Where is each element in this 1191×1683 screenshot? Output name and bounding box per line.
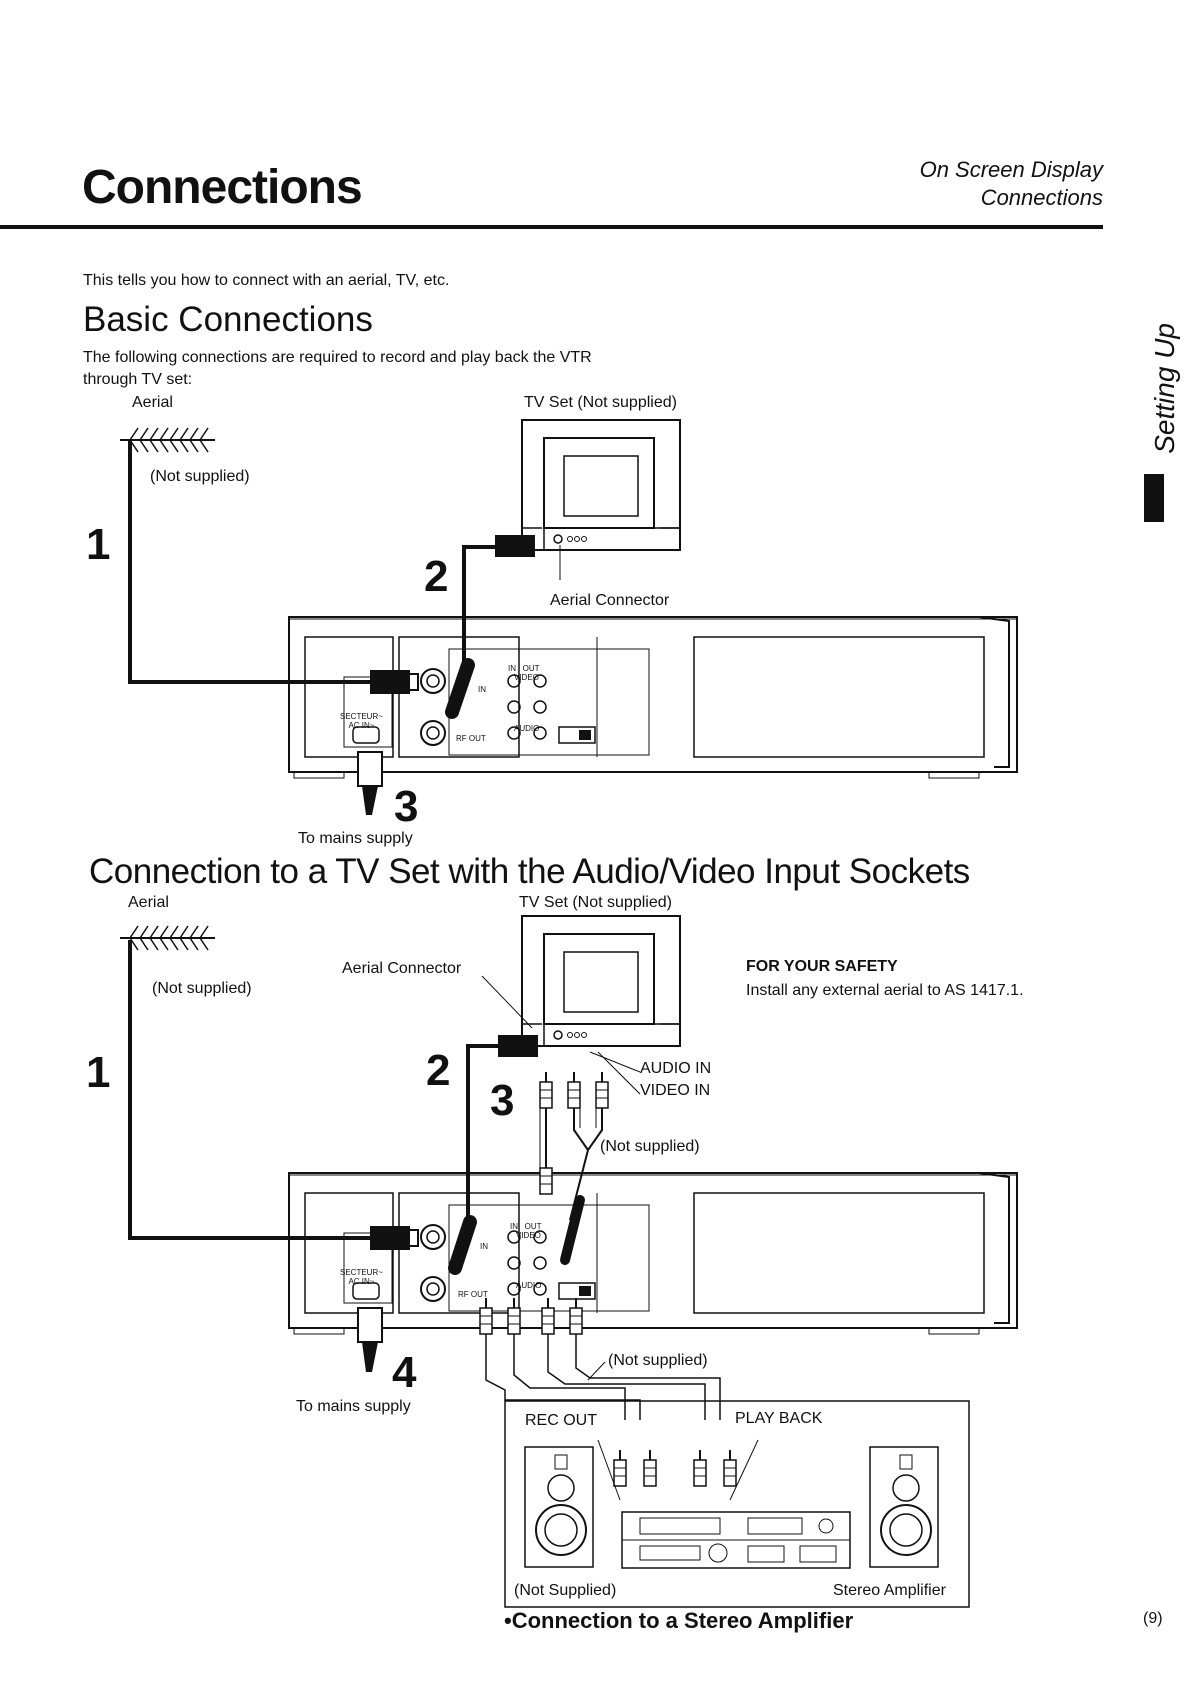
- safety-title: FOR YOUR SAFETY: [746, 958, 898, 975]
- page-title: Connections: [82, 161, 363, 214]
- basic-aerial-label: Aerial: [132, 394, 173, 411]
- breadcrumb-item-connections: Connections: [980, 185, 1103, 210]
- av-rf-out-label: RF OUT: [458, 1290, 488, 1299]
- basic-description: The following connections are required t…: [83, 349, 592, 388]
- basic-rf-out-label: RF OUT: [456, 734, 486, 743]
- av-audio-in-label: AUDIO IN: [640, 1060, 712, 1077]
- breadcrumb: On Screen Display Connections: [920, 156, 1103, 212]
- basic-aerial-connector-label: Aerial Connector: [550, 592, 670, 609]
- basic-ac-in-label: SECTEUR~AC IN~: [340, 712, 383, 730]
- safety-text: Install any external aerial to AS 1417.1…: [746, 982, 1024, 999]
- av-mains-label: To mains supply: [296, 1398, 411, 1415]
- side-tab-marker: [1144, 474, 1164, 522]
- av-audio-label: AUDIO: [516, 1281, 542, 1290]
- basic-mains-label: To mains supply: [298, 830, 413, 847]
- av-tv-label: TV Set (Not supplied): [519, 894, 672, 911]
- av-ac-in-label: SECTEUR~AC IN~: [340, 1268, 383, 1286]
- basic-step-1: 1: [86, 520, 111, 569]
- av-aerial-not-supplied: (Not supplied): [152, 980, 252, 997]
- av-aerial-connector-label: Aerial Connector: [342, 960, 462, 977]
- rec-out-label: REC OUT: [525, 1412, 597, 1429]
- breadcrumb-item-on-screen-display: On Screen Display: [919, 157, 1103, 182]
- play-back-label: PLAY BACK: [735, 1410, 823, 1427]
- av-video-label: VIDEO: [516, 1231, 541, 1240]
- basic-video-label: VIDEO: [514, 673, 539, 682]
- amp-not-supplied-label: (Not Supplied): [514, 1582, 617, 1599]
- basic-aerial-not-supplied: (Not supplied): [150, 468, 250, 485]
- basic-heading: Basic Connections: [83, 300, 373, 339]
- page-number: (9): [1143, 1610, 1163, 1627]
- av-step-4: 4: [392, 1348, 417, 1397]
- av-video-in-label: VIDEO IN: [640, 1082, 711, 1099]
- basic-in-label: IN: [478, 685, 486, 694]
- av-step-3: 3: [490, 1076, 515, 1125]
- av-step-1: 1: [86, 1048, 111, 1097]
- av-cable-not-supplied: (Not supplied): [600, 1138, 700, 1155]
- stereo-amplifier-label: Stereo Amplifier: [833, 1582, 946, 1599]
- av-amp-cable-not-supplied: (Not supplied): [608, 1352, 708, 1369]
- av-in-label: IN: [480, 1242, 488, 1251]
- basic-in-out-label: IN OUT: [508, 664, 540, 673]
- basic-tv-label: TV Set (Not supplied): [524, 394, 677, 411]
- side-tab: Setting Up: [1144, 315, 1180, 522]
- intro-text: This tells you how to connect with an ae…: [83, 272, 450, 289]
- stereo-amplifier-caption: •Connection to a Stereo Amplifier: [504, 1608, 854, 1633]
- av-heading: Connection to a TV Set with the Audio/Vi…: [89, 852, 970, 891]
- av-step-2: 2: [426, 1046, 451, 1095]
- basic-step-2: 2: [424, 552, 449, 601]
- av-aerial-label: Aerial: [128, 894, 169, 911]
- av-in-out-label: IN OUT: [510, 1222, 542, 1231]
- header-rule: [0, 225, 1103, 229]
- basic-step-3: 3: [394, 782, 419, 831]
- basic-audio-label: AUDIO: [514, 724, 540, 733]
